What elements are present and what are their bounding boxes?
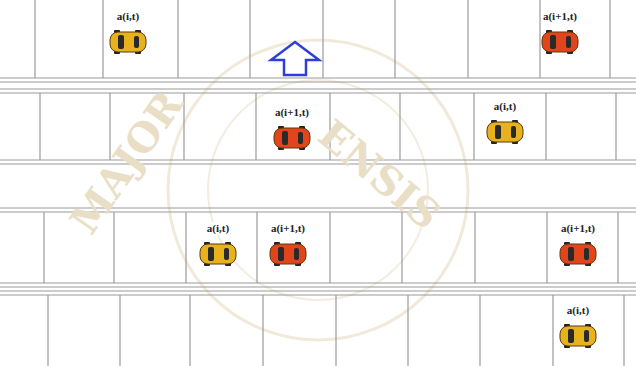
cell-divider	[399, 93, 400, 160]
cell-divider	[479, 295, 480, 366]
car-label: a(i,t)	[206, 222, 230, 235]
cell-divider	[394, 0, 395, 78]
cell-divider	[43, 212, 44, 283]
cell-divider	[322, 0, 323, 78]
cell-divider	[615, 93, 616, 160]
car-icon	[558, 323, 598, 349]
cell-divider	[473, 93, 474, 160]
car: a(i+1,t)	[540, 10, 580, 55]
cell-divider	[119, 295, 120, 366]
cell-divider	[34, 0, 35, 78]
car-icon	[485, 119, 525, 145]
cell-divider	[47, 295, 48, 366]
cell-divider	[609, 0, 610, 78]
cell-divider	[185, 212, 186, 283]
car: a(i+1,t)	[558, 222, 598, 267]
cell-divider	[102, 0, 103, 78]
cell-divider	[329, 212, 330, 283]
cell-divider	[335, 295, 336, 366]
cell-divider	[623, 295, 624, 366]
cell-divider	[255, 93, 256, 160]
cell-divider	[552, 295, 553, 366]
cell-divider	[39, 93, 40, 160]
car: a(i,t)	[198, 222, 238, 267]
car-label: a(i+1,t)	[270, 222, 306, 235]
car-label: a(i+1,t)	[542, 10, 578, 23]
car-icon	[558, 241, 598, 267]
car-icon	[198, 241, 238, 267]
car-icon	[268, 241, 308, 267]
cell-divider	[467, 0, 468, 78]
car-icon	[540, 29, 580, 55]
cell-divider	[546, 212, 547, 283]
cell-divider	[539, 0, 540, 78]
cell-divider	[407, 295, 408, 366]
watermark: ENSIS	[310, 110, 450, 238]
cell-divider	[249, 0, 250, 78]
car: a(i+1,t)	[272, 106, 312, 151]
car-label: a(i,t)	[566, 304, 590, 317]
cell-divider	[474, 212, 475, 283]
car: a(i,t)	[485, 100, 525, 145]
cell-divider	[262, 295, 263, 366]
car-label: a(i,t)	[493, 100, 517, 113]
car-icon	[272, 125, 312, 151]
cell-divider	[617, 212, 618, 283]
car-label: a(i,t)	[116, 10, 140, 23]
car-label: a(i+1,t)	[274, 106, 310, 119]
car: a(i,t)	[108, 10, 148, 55]
cell-divider	[189, 295, 190, 366]
car-icon	[108, 29, 148, 55]
cell-divider	[177, 0, 178, 78]
car-label: a(i+1,t)	[560, 222, 596, 235]
up-arrow	[271, 42, 319, 75]
cell-divider	[256, 212, 257, 283]
car: a(i+1,t)	[268, 222, 308, 267]
car: a(i,t)	[558, 304, 598, 349]
cell-divider	[113, 212, 114, 283]
cell-divider	[545, 93, 546, 160]
